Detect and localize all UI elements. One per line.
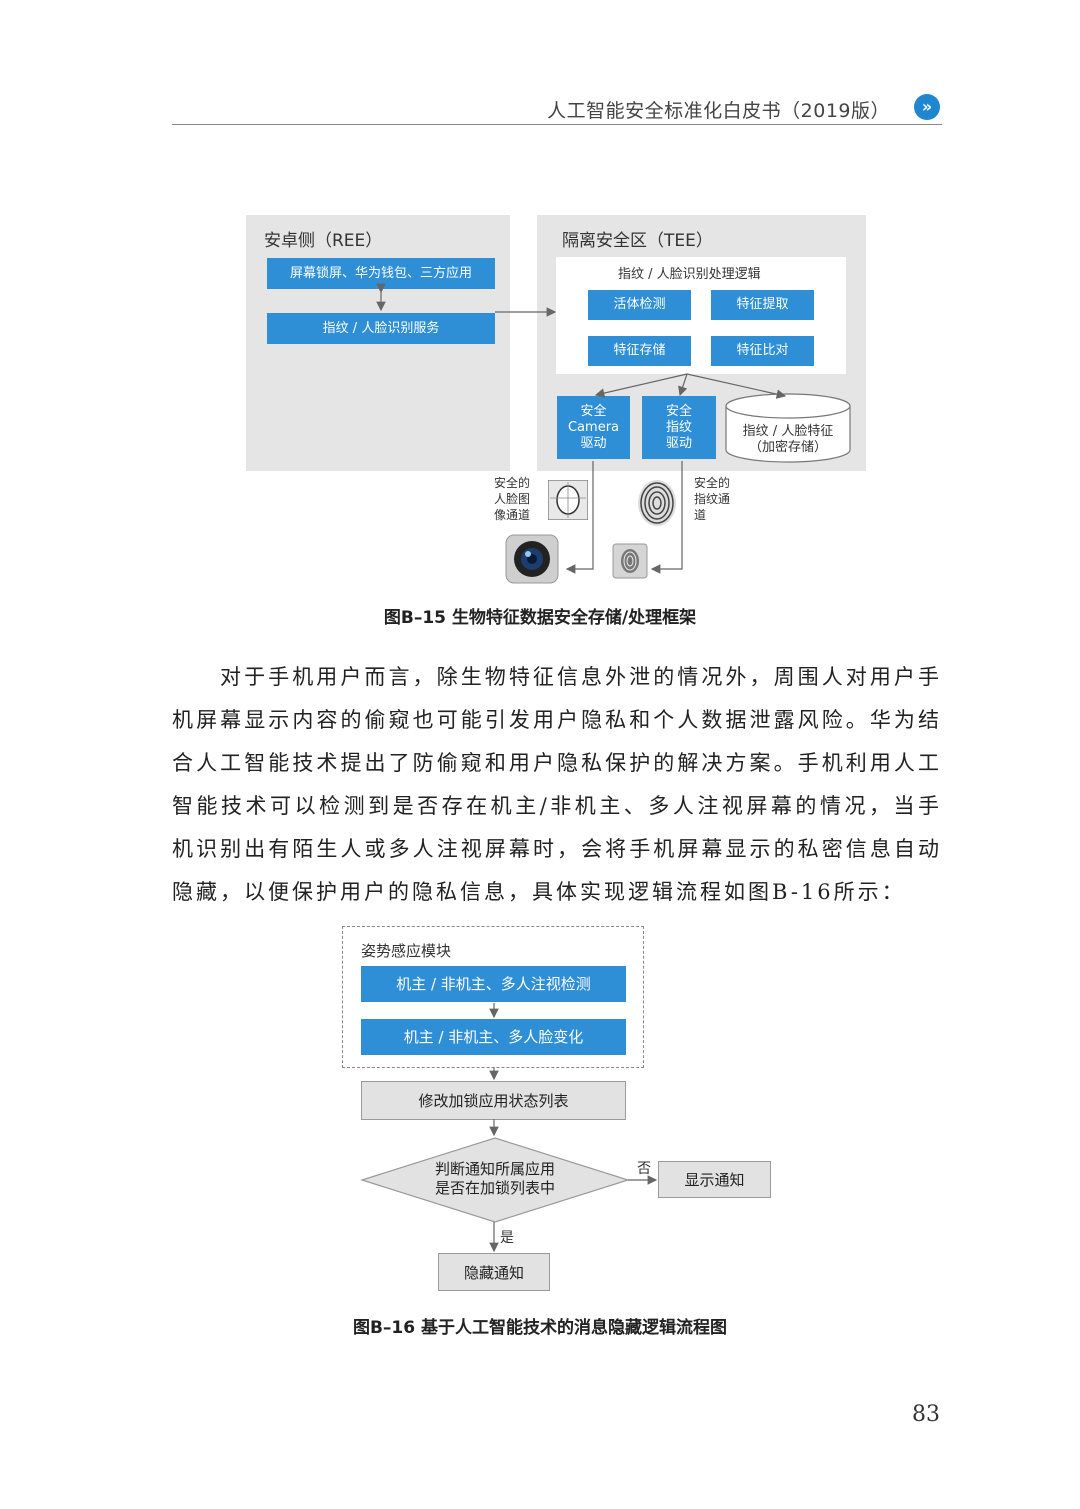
running-header-title: 人工智能安全标准化白皮书（2019版）	[547, 100, 890, 122]
camera-module-icon	[505, 534, 559, 584]
running-header: 人工智能安全标准化白皮书（2019版） »	[172, 92, 942, 125]
no-branch-label: 否	[637, 1161, 651, 1177]
hide-notification-box: 隐藏通知	[438, 1253, 550, 1291]
feature-comparison-box: 特征比对	[711, 336, 814, 366]
feature-extraction-box: 特征提取	[711, 290, 814, 320]
gaze-detection-box: 机主 / 非机主、多人注视检测	[361, 966, 626, 1002]
figure-b15: 安卓侧（REE） 屏幕锁屏、华为钱包、三方应用 指纹 / 人脸识别服务 隔离安全…	[0, 0, 1080, 640]
fingerprint-channel-label: 安全的 指纹通 道	[694, 476, 731, 522]
decision-label: 判断通知所属应用 是否在加锁列表中	[434, 1160, 555, 1197]
gesture-module-title: 姿势感应模块	[361, 942, 452, 960]
show-notification-box: 显示通知	[658, 1161, 771, 1198]
decision-diamond	[360, 1137, 630, 1223]
page-number: 83	[912, 1402, 940, 1427]
secure-fingerprint-driver-box: 安全 指纹 驱动	[642, 396, 716, 459]
figure-b16: 姿势感应模块 机主 / 非机主、多人注视检测 机主 / 非机主、多人脸变化 修改…	[342, 926, 771, 1338]
face-scan-icon	[548, 480, 588, 520]
double-chevron-right-icon: »	[914, 94, 940, 120]
face-channel-label: 安全的 人脸图 像通道	[494, 476, 531, 522]
figure-b16-caption: 图B–16 基于人工智能技术的消息隐藏逻辑流程图	[352, 1318, 728, 1338]
face-change-box: 机主 / 非机主、多人脸变化	[361, 1019, 626, 1055]
tee-logic-title: 指纹 / 人脸识别处理逻辑	[618, 267, 761, 282]
fingerprint-icon	[638, 480, 676, 526]
feature-storage-box: 特征存储	[588, 336, 691, 366]
tee-title: 隔离安全区（TEE）	[562, 231, 713, 251]
liveness-detection-box: 活体检测	[588, 290, 691, 320]
gesture-module-frame	[342, 926, 644, 1068]
encrypted-storage-cylinder	[725, 393, 851, 463]
encrypted-storage-label: 指纹 / 人脸特征 （加密存储）	[742, 424, 834, 455]
figure-b15-caption: 图B–15 生物特征数据安全存储/处理框架	[383, 608, 697, 628]
yes-branch-label: 是	[500, 1230, 514, 1246]
modify-lock-list-box: 修改加锁应用状态列表	[361, 1081, 626, 1120]
ree-title: 安卓侧（REE）	[264, 231, 383, 251]
secure-camera-driver-box: 安全 Camera 驱动	[557, 396, 630, 459]
fig16-connectors	[489, 1003, 658, 1253]
fingerprint-sensor-icon	[612, 543, 648, 579]
ree-recognition-service-box: 指纹 / 人脸识别服务	[267, 313, 495, 344]
body-paragraph: 对于手机用户而言，除生物特征信息外泄的情况外，周围人对用户手机屏幕显示内容的偷窥…	[172, 665, 942, 904]
fig15-connectors	[376, 283, 787, 574]
